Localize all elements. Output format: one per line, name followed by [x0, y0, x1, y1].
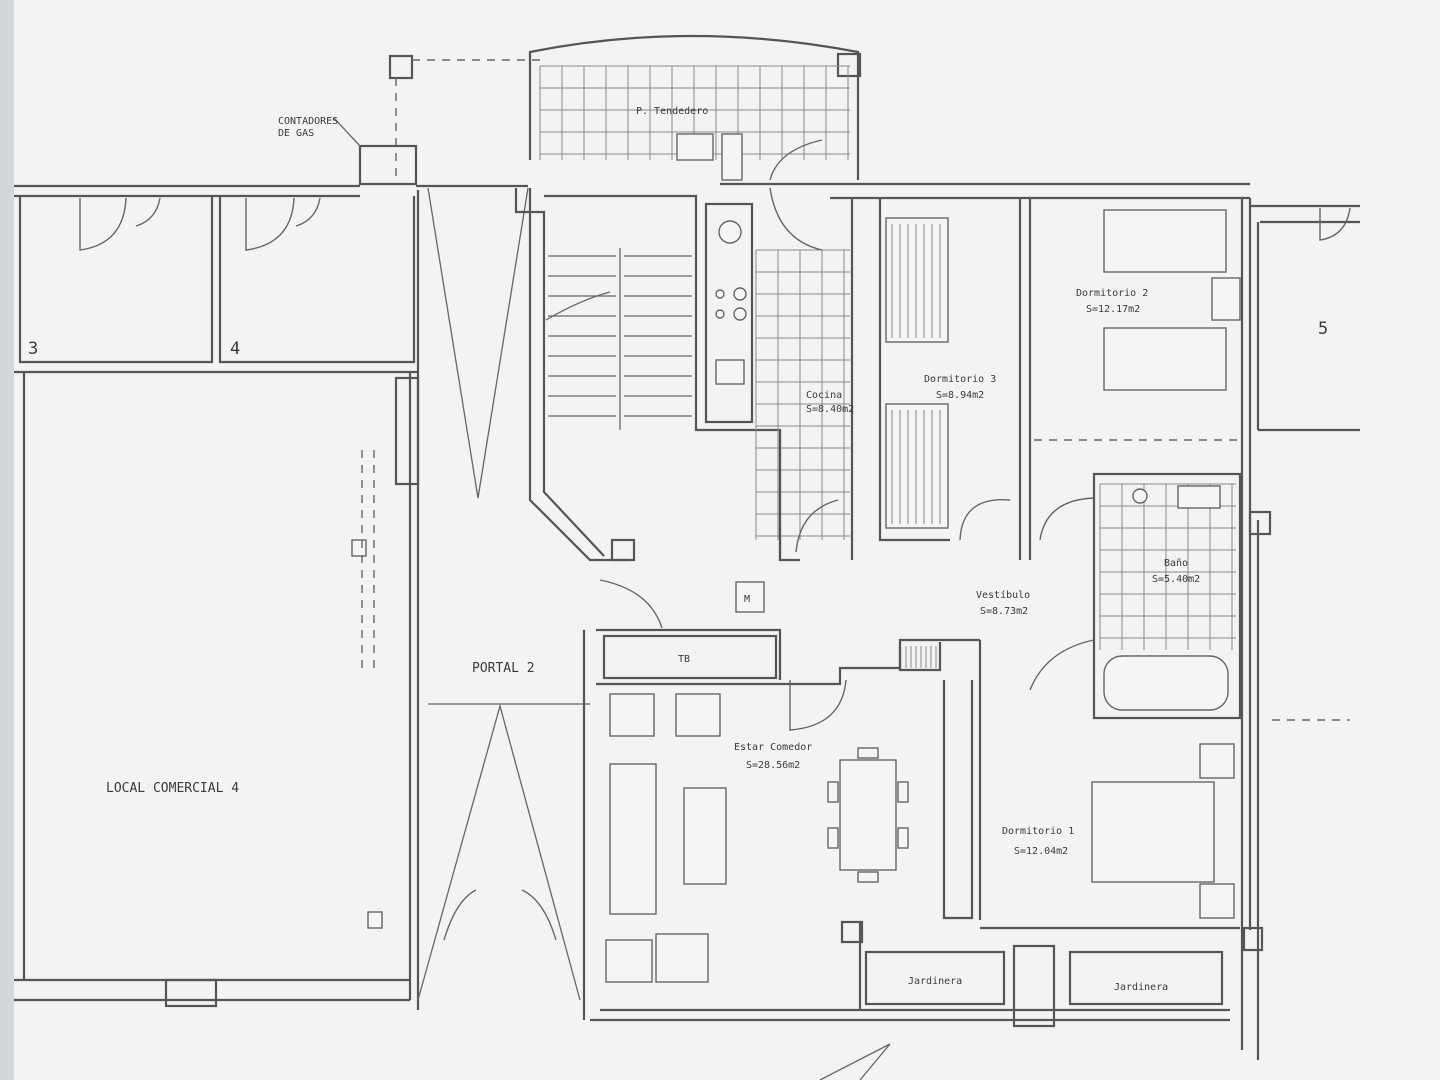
shops-3-4: [18, 196, 416, 364]
bano-area: S=5.40m2: [1152, 574, 1200, 585]
outer-walls: [14, 182, 1360, 1060]
dorm2-area: S=12.17m2: [1086, 304, 1140, 315]
gas-meters-label-2: DE GAS: [278, 128, 314, 139]
jardinera-1-label: Jardinera: [908, 976, 962, 987]
estar-comedor: [596, 628, 980, 1010]
north-arrow-fragment: [819, 1043, 891, 1080]
shop-4-label: 4: [230, 339, 240, 359]
dormitorio-1: [980, 719, 1350, 930]
jardineras: [840, 510, 1272, 1028]
screen-left-edge: [0, 0, 14, 1080]
tendedero-label: P. Tendedero: [636, 106, 708, 117]
unit-5-label: 5: [1318, 319, 1328, 339]
staircase: [514, 188, 782, 629]
dorm3-area: S=8.94m2: [936, 390, 984, 401]
dorm1-label: Dormitorio 1: [1002, 826, 1074, 837]
shop-3-label: 3: [28, 339, 38, 359]
dormitorio-3: [878, 198, 1022, 560]
tendedero-area: [333, 34, 862, 186]
dorm2-label: Dormitorio 2: [1076, 288, 1148, 299]
exterior-door-right: [1319, 207, 1351, 241]
dorm3-label: Dormitorio 3: [924, 374, 996, 385]
portal-2: [417, 187, 590, 1020]
cocina-label: Cocina: [806, 390, 842, 401]
estar-area: S=28.56m2: [746, 760, 800, 771]
estar-label: Estar Comedor: [734, 742, 812, 753]
dorm1-area: S=12.04m2: [1014, 846, 1068, 857]
meter-box-label: TB: [678, 654, 690, 665]
local-comercial-label: LOCAL COMERCIAL 4: [106, 781, 239, 796]
vestibulo-label: Vestíbulo: [976, 589, 1030, 601]
bano-label: Baño: [1164, 558, 1188, 569]
jardinera-2-label: Jardinera: [1114, 982, 1168, 993]
cocina-area: S=8.40m2: [806, 404, 854, 415]
portal-label: PORTAL 2: [472, 661, 535, 676]
gas-meters-label-1: CONTADORES: [278, 116, 338, 127]
dormitorio-2: [1028, 198, 1241, 560]
bano: [1029, 472, 1242, 720]
vestibulo-area: S=8.73m2: [980, 606, 1028, 617]
local-comercial-4: [14, 190, 420, 1010]
cocina: [704, 139, 854, 562]
elevator-label: M: [744, 594, 750, 605]
vestibulo: [898, 640, 982, 920]
